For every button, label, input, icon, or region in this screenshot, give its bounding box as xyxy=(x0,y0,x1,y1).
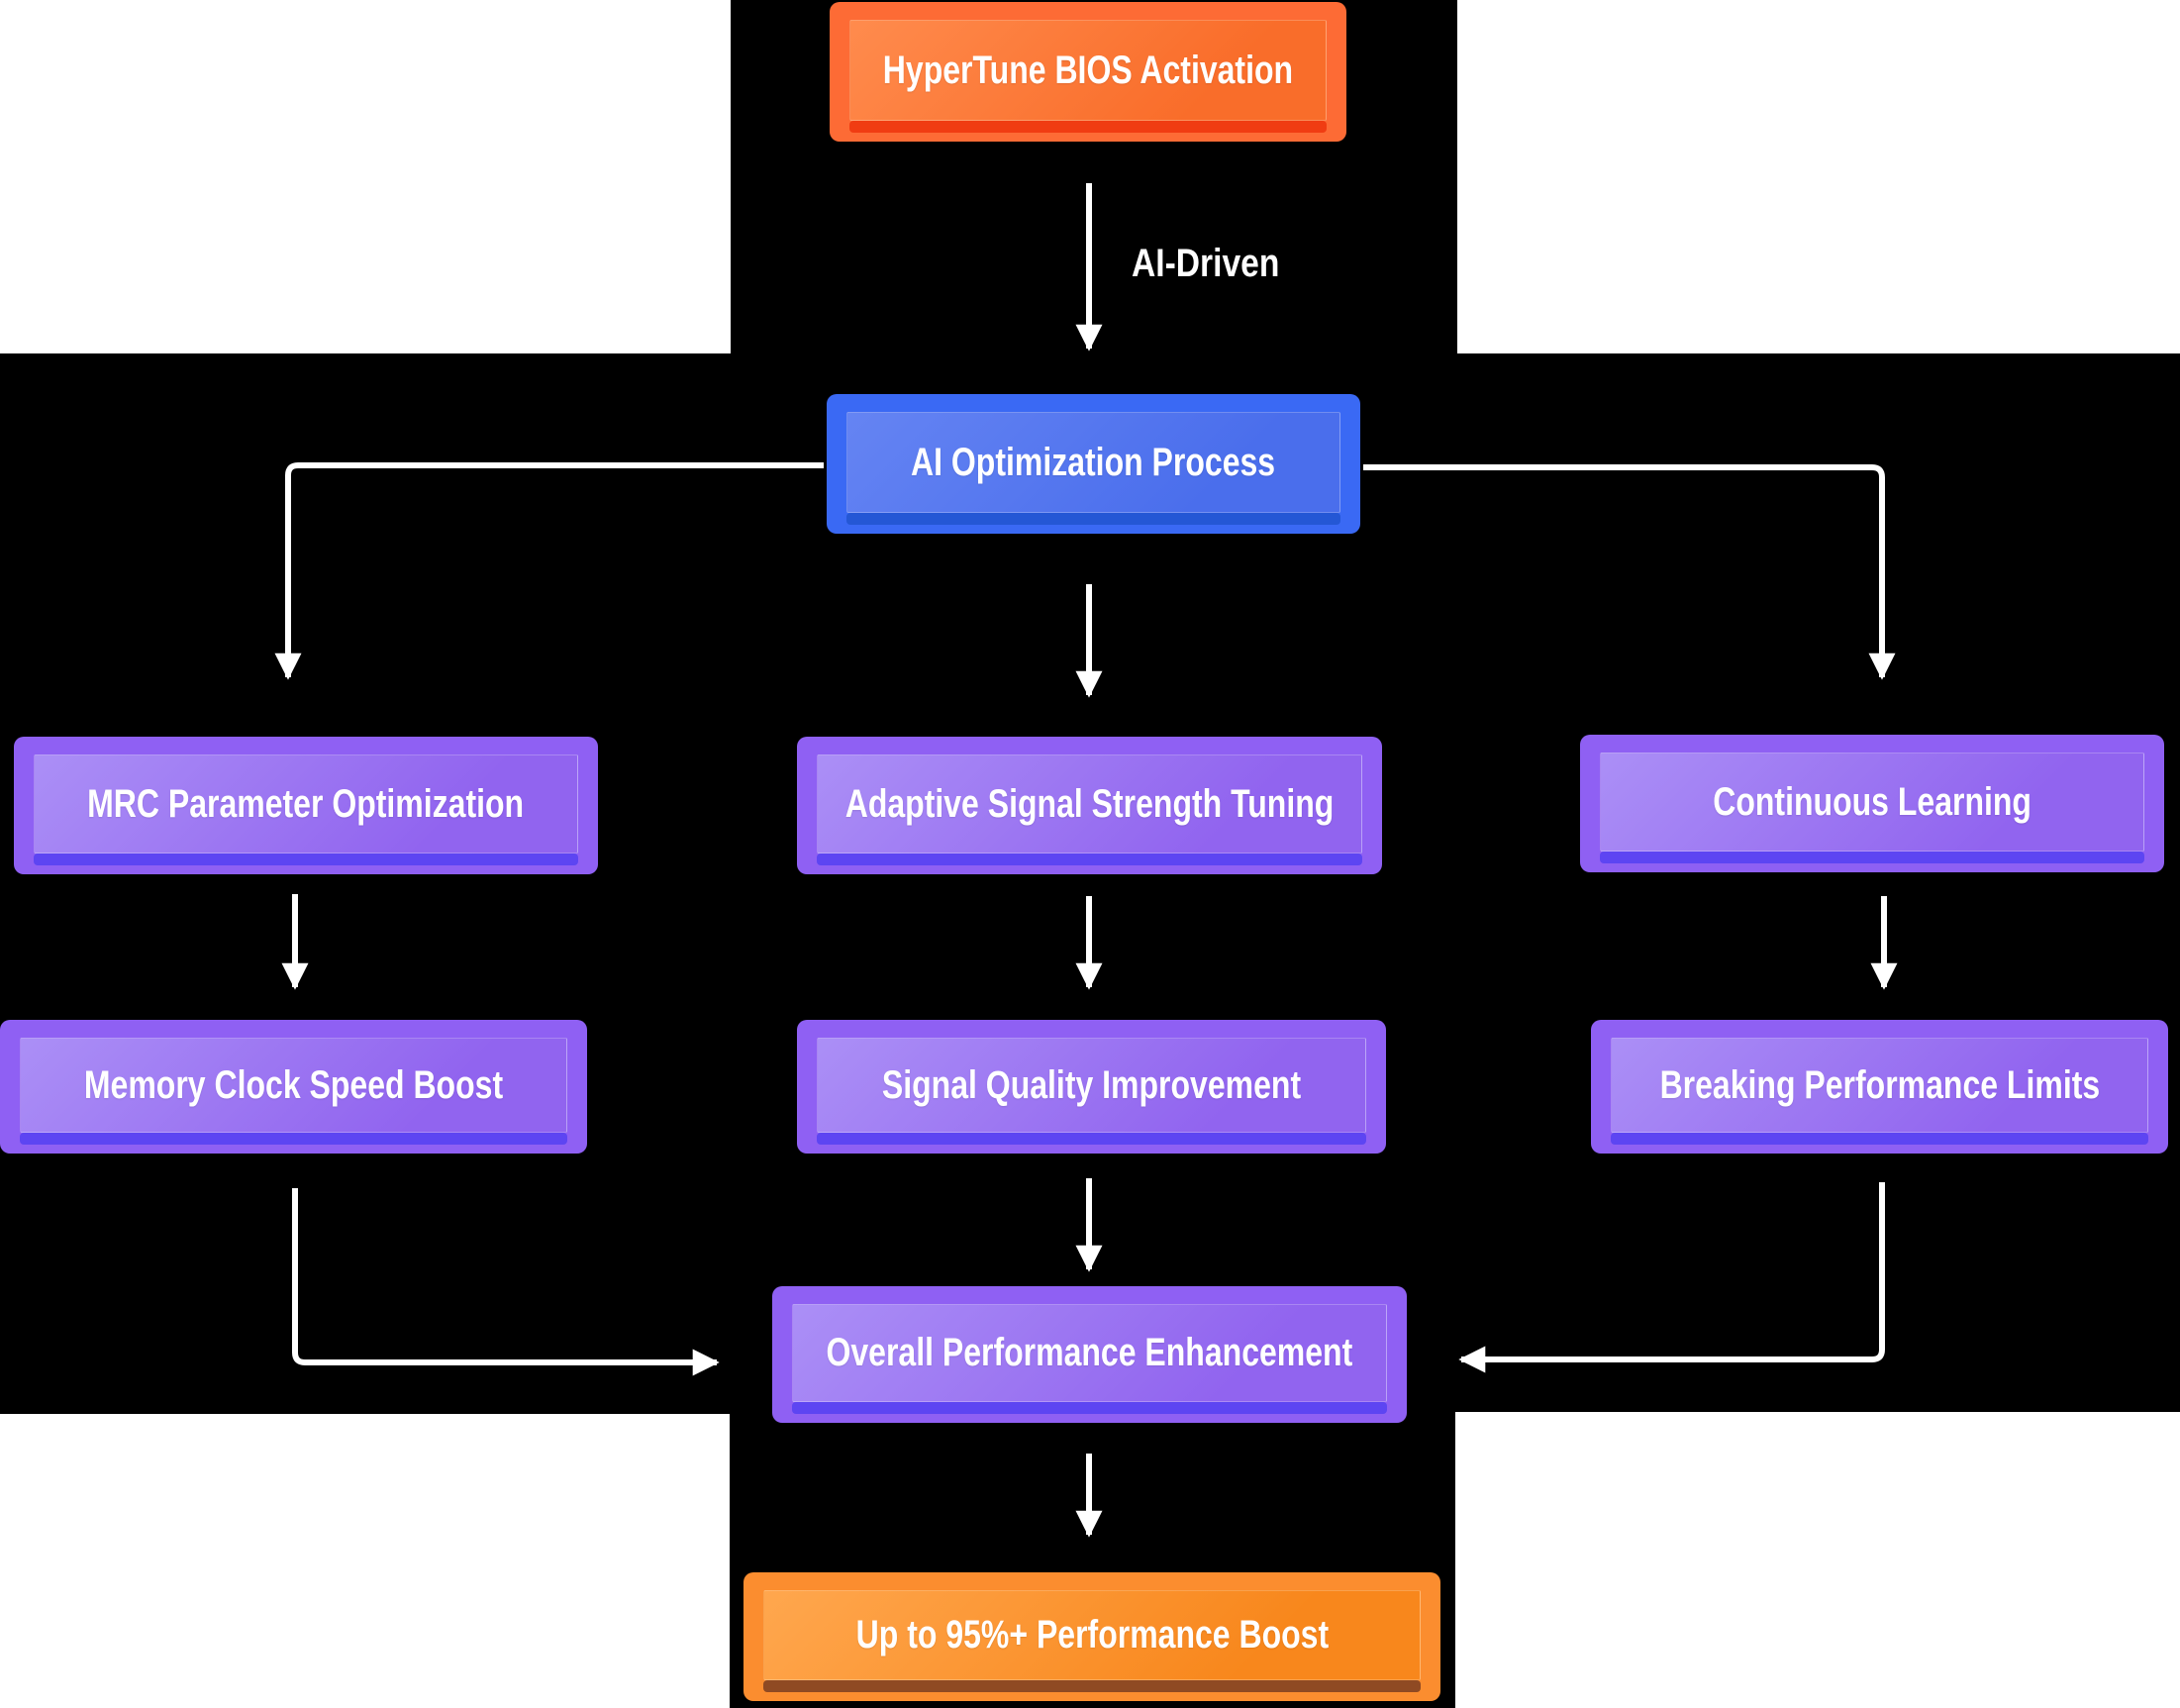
node-panel-bios: HyperTune BIOS Activation xyxy=(849,20,1327,121)
connector-breaking-to-overall xyxy=(1458,1182,1885,1373)
node-memory: Memory Clock Speed Boost xyxy=(0,1020,587,1154)
node-label-bios: HyperTune BIOS Activation xyxy=(882,48,1294,92)
node-accent-bar-adaptive xyxy=(817,854,1362,865)
node-label-adaptive: Adaptive Signal Strength Tuning xyxy=(844,781,1335,826)
node-bios: HyperTune BIOS Activation xyxy=(830,2,1346,142)
node-breaking: Breaking Performance Limits xyxy=(1591,1020,2168,1154)
node-label-boost: Up to 95%+ Performance Boost xyxy=(855,1613,1329,1657)
node-label-mrc: MRC Parameter Optimization xyxy=(87,781,525,826)
background-panel-top-right xyxy=(1457,0,2180,353)
node-boost: Up to 95%+ Performance Boost xyxy=(743,1572,1440,1701)
node-panel-adaptive: Adaptive Signal Strength Tuning xyxy=(817,754,1362,854)
node-accent-bar-ai-process xyxy=(846,513,1340,525)
node-panel-continuous: Continuous Learning xyxy=(1600,753,2144,852)
node-panel-mrc: MRC Parameter Optimization xyxy=(34,754,578,854)
background-panel-top-left xyxy=(0,0,731,353)
node-adaptive: Adaptive Signal Strength Tuning xyxy=(797,737,1382,874)
node-panel-boost: Up to 95%+ Performance Boost xyxy=(763,1590,1421,1680)
node-panel-overall: Overall Performance Enhancement xyxy=(792,1304,1387,1402)
node-accent-bar-breaking xyxy=(1611,1133,2148,1145)
node-signal: Signal Quality Improvement xyxy=(797,1020,1386,1154)
node-panel-ai-process: AI Optimization Process xyxy=(846,412,1340,513)
edge-label-ai-driven: AI-Driven xyxy=(1132,242,1280,285)
node-accent-bar-memory xyxy=(20,1133,567,1145)
node-ai-process: AI Optimization Process xyxy=(827,394,1360,534)
node-label-breaking: Breaking Performance Limits xyxy=(1659,1062,2100,1107)
node-accent-bar-continuous xyxy=(1600,852,2144,863)
connector-memory-to-overall xyxy=(292,1188,720,1376)
connector-ai-process-to-mrc xyxy=(274,462,824,680)
node-panel-memory: Memory Clock Speed Boost xyxy=(20,1038,567,1133)
node-panel-signal: Signal Quality Improvement xyxy=(817,1038,1366,1133)
node-panel-breaking: Breaking Performance Limits xyxy=(1611,1038,2148,1133)
node-label-overall: Overall Performance Enhancement xyxy=(826,1331,1353,1374)
node-accent-bar-boost xyxy=(763,1680,1421,1692)
node-label-memory: Memory Clock Speed Boost xyxy=(83,1062,504,1107)
node-accent-bar-bios xyxy=(849,121,1327,133)
node-label-continuous: Continuous Learning xyxy=(1713,779,2031,824)
background-panel-bottom-left xyxy=(0,1414,730,1708)
node-mrc: MRC Parameter Optimization xyxy=(14,737,598,874)
connector-ai-process-to-continuous xyxy=(1363,464,1896,680)
node-label-ai-process: AI Optimization Process xyxy=(911,440,1276,484)
node-continuous: Continuous Learning xyxy=(1580,735,2164,872)
background-panel-bottom-right xyxy=(1455,1412,2180,1708)
node-overall: Overall Performance Enhancement xyxy=(772,1286,1407,1423)
node-label-signal: Signal Quality Improvement xyxy=(881,1062,1302,1107)
node-accent-bar-overall xyxy=(792,1402,1387,1414)
node-accent-bar-mrc xyxy=(34,854,578,865)
node-accent-bar-signal xyxy=(817,1133,1366,1145)
